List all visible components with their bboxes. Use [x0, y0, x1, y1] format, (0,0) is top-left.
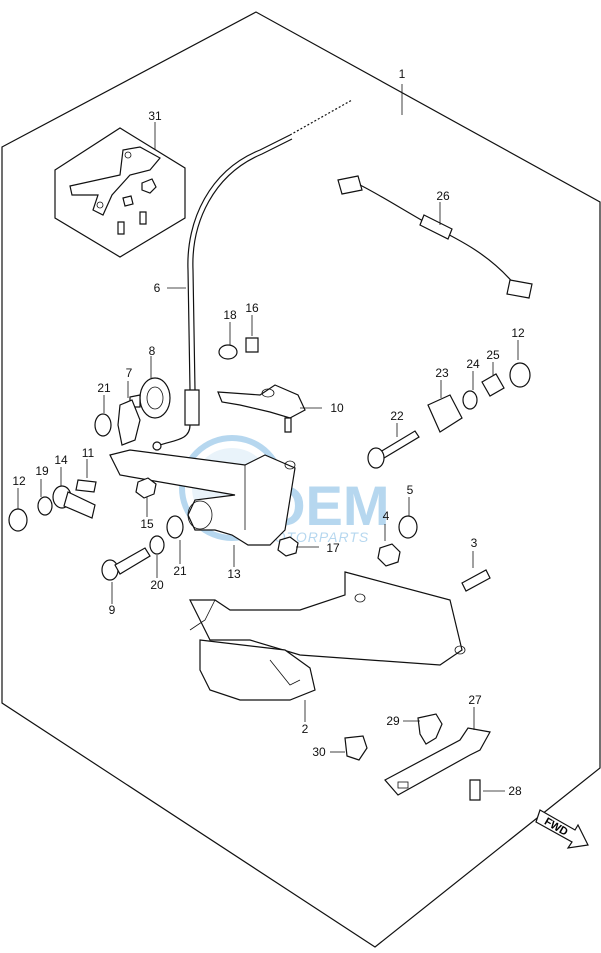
part-27-bracket [384, 727, 491, 796]
part-23-collar [427, 394, 463, 433]
part-25-bushing [481, 373, 505, 397]
part-31-bracket-assembly [69, 146, 161, 235]
callout-30: 30 [312, 745, 326, 759]
callout-23: 23 [435, 366, 449, 380]
callout-18: 18 [223, 308, 237, 322]
part-21-washer-top [94, 413, 112, 437]
part-6-cable [152, 99, 353, 451]
part-19-washer [37, 496, 53, 516]
part-10-bracket [217, 384, 306, 433]
part-15-nut [135, 477, 157, 499]
part-16-bushing [245, 337, 259, 353]
callout-5: 5 [407, 483, 414, 497]
callout-16: 16 [245, 301, 259, 315]
part-12-ring-left [8, 508, 28, 532]
callout-21-top: 21 [97, 381, 111, 395]
fwd-label: FWD [542, 816, 570, 839]
part-22-pin [367, 430, 420, 469]
callout-19: 19 [35, 464, 49, 478]
callout-21-bottom: 21 [173, 564, 187, 578]
part-21-washer-bottom [166, 515, 184, 539]
callout-4: 4 [383, 509, 390, 523]
callout-8: 8 [149, 344, 156, 358]
part-30-clip [344, 735, 368, 761]
part-11-bolt [75, 479, 97, 493]
callout-12-left: 12 [12, 474, 26, 488]
callout-12-right: 12 [511, 326, 525, 340]
part-20-washer [149, 535, 165, 555]
callout-10: 10 [330, 401, 344, 415]
callout-2: 2 [302, 722, 309, 736]
part-26-wire [337, 175, 533, 299]
callout-15: 15 [140, 517, 154, 531]
leader-lines [17, 84, 519, 792]
part-29-clip [417, 713, 443, 745]
part-2-base-bracket [189, 571, 466, 701]
part-14-rod-end [52, 485, 96, 519]
callout-17: 17 [326, 541, 340, 555]
callout-9: 9 [109, 603, 116, 617]
callout-26: 26 [436, 189, 450, 203]
callout-25: 25 [486, 348, 500, 362]
callout-28: 28 [508, 784, 522, 798]
callout-24: 24 [466, 357, 480, 371]
callout-14: 14 [54, 453, 68, 467]
callout-20: 20 [150, 578, 164, 592]
part-24-washer [462, 390, 478, 410]
part-12-ring-right [509, 362, 531, 388]
inset-frame [54, 127, 186, 258]
part-7-bracket [117, 399, 141, 446]
part-28-bolt [469, 779, 481, 801]
part-4-nut [377, 543, 401, 567]
callout-numbers: 1 2 3 4 5 6 7 8 9 10 11 12 12 13 14 15 1… [12, 67, 525, 798]
part-17-nut [277, 536, 299, 557]
part-3-stud [461, 569, 491, 592]
callout-6: 6 [154, 281, 161, 295]
part-5-washer [398, 515, 418, 539]
callout-27: 27 [468, 693, 482, 707]
part-18-washer [218, 344, 238, 360]
callout-29: 29 [386, 714, 400, 728]
callout-31: 31 [148, 109, 162, 123]
part-9-bolt [101, 547, 151, 581]
callout-13: 13 [227, 567, 241, 581]
part-13-arm [109, 449, 296, 546]
callout-7: 7 [126, 366, 133, 380]
fwd-arrow-icon: FWD [535, 809, 589, 849]
callout-1: 1 [399, 67, 406, 81]
callout-11: 11 [82, 446, 95, 460]
callout-3: 3 [471, 536, 478, 550]
callout-22: 22 [390, 409, 404, 423]
diagram-frame [1, 11, 601, 948]
